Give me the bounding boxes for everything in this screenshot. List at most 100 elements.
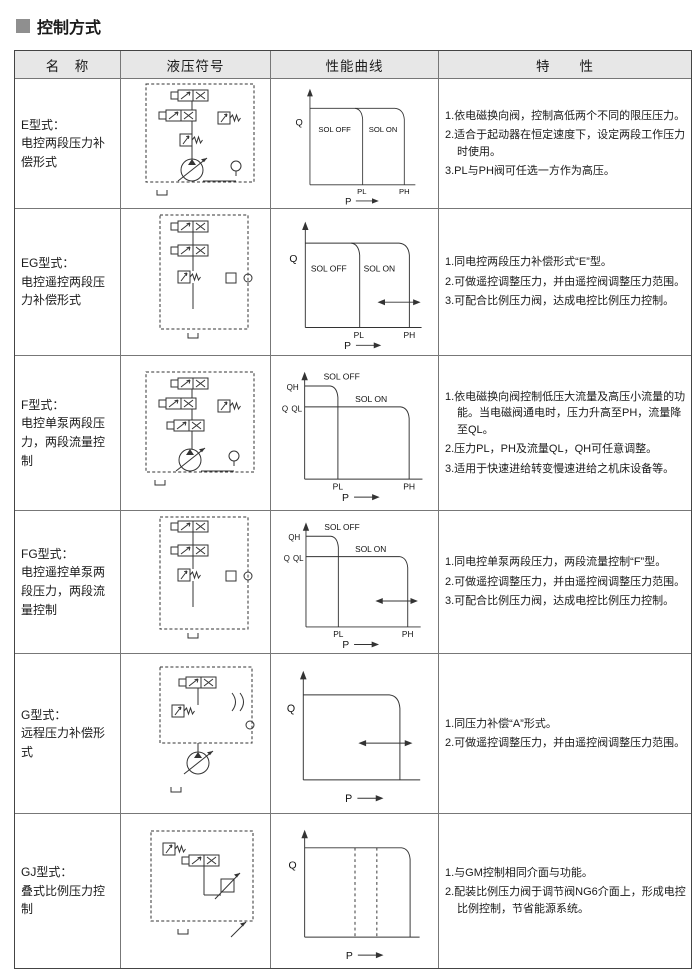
col-header-traits: 特 性 [439,51,691,79]
page-title: 控制方式 [16,14,692,38]
ql-label: QL [293,554,304,563]
row-g-traits-cell: 1.同压力补偿“A”形式。 2.可做遥控调整压力，并由遥控阀调整压力范围。 [439,654,691,814]
row-gj-name-cell: GJ型式： 叠式比例压力控制 [15,814,121,968]
hydraulic-schematic-svg [159,666,254,793]
trait-item: 1.依电磁换向阀控制低压大流量及高压小流量的功能。当电磁阀通电时，压力升高至PH… [445,390,686,436]
trait-item: 3.PL与PH阀可任选一方作为高压。 [445,165,615,177]
model-desc: 远程压力补偿形式 [21,726,106,759]
model-name: GJ型式： [21,865,73,880]
ph-label: PH [403,481,415,491]
row-g-name-cell: G型式： 远程压力补偿形式 [15,654,121,814]
p-axis-label: P [345,196,351,206]
sol-on-label: SOL ON [355,543,386,553]
row-g-curve-cell: Q P [271,654,439,814]
row-g-symbol-cell [121,654,271,814]
sol-on-label: SOL ON [363,263,395,273]
p-axis-label: P [345,950,352,961]
trait-item: 2.可做遥控调整压力，并由遥控阀调整压力范围。 [445,737,686,749]
hydraulic-schematic-svg [145,83,254,196]
hydraulic-symbol-gj [133,825,259,958]
row-fg-name-cell: FG型式： 电控遥控单泵两段压力，两段流量控制 [15,511,121,654]
sol-off-label: SOL OFF [323,371,359,381]
trait-item: 3.适用于快速进给转变慢速进给之机床设备等。 [445,462,675,475]
p-axis-label: P [342,640,349,651]
hydraulic-schematic-svg [145,371,254,485]
hydraulic-symbol-g [134,663,258,804]
row-eg-traits-cell: 1.同电控两段压力补偿形式“E”型。 2.可做遥控调整压力，并由遥控阀调整压力范… [439,209,691,356]
hydraulic-symbol-eg [136,213,256,352]
ql-label: QL [291,404,302,413]
model-desc: 电控遥控两段压力补偿形式 [21,274,106,308]
q-axis-label: Q [281,404,287,413]
row-eg-curve-cell: Q SOL OFF SOL ON PL PH P [271,209,439,356]
p-axis-label: P [342,492,349,503]
qh-label: QH [286,382,298,391]
trait-item: 1.与GM控制相同介面与功能。 [445,866,593,879]
model-name: EG型式： [21,256,75,271]
q-axis-label: Q [287,703,295,715]
performance-curve-fg: QH Q QL SOL OFF SOL ON PL PH P [283,521,421,651]
hydraulic-schematic-svg [159,214,252,338]
performance-curve-gj: Q P [288,829,420,961]
row-gj-curve-cell: Q P [271,814,439,968]
row-e-name-cell: E型式： 电控两段压力补偿形式 [15,79,121,209]
trait-item: 2.适合于起动器在恒定速度下，设定两段工作压力时使用。 [445,129,686,158]
row-eg-symbol-cell [121,209,271,356]
model-name: FG型式： [21,546,74,561]
row-fg-symbol-cell [121,511,271,654]
sol-on-label: SOL ON [368,125,397,134]
q-axis-label: Q [289,253,297,264]
hydraulic-schematic-svg [159,516,252,638]
row-e-symbol-cell [121,79,271,209]
trait-item: 1.依电磁换向阀，控制高低两个不同的限压压力。 [445,109,686,122]
q-axis-label: Q [283,554,289,563]
row-gj-traits-cell: 1.与GM控制相同介面与功能。 2.配装比例压力阀于调节阀NG6介面上，形成电控… [439,814,691,968]
row-f-curve-cell: QH Q QL SOL OFF SOL ON PL PH P [271,356,439,511]
trait-item: 1.同电控单泵两段压力，两段流量控制“F”型。 [445,556,667,569]
pl-label: PL [353,329,364,339]
hydraulic-symbol-e [132,82,260,205]
row-fg-curve-cell: QH Q QL SOL OFF SOL ON PL PH P [271,511,439,654]
trait-item: 2.可做遥控调整压力，并由遥控阀调整压力范围。 [445,275,686,288]
model-name: G型式： [21,707,67,722]
row-f-name-cell: F型式： 电控单泵两段压力，两段流量控制 [15,356,121,511]
sol-off-label: SOL OFF [324,521,359,531]
title-square-icon [16,19,30,33]
trait-item: 3.可配合比例压力阀，达成电控比例压力控制。 [445,295,675,308]
performance-curve-e: Q SOL OFF SOL ON PL PH P [295,88,415,206]
sol-off-label: SOL OFF [318,125,351,134]
trait-item: 3.可配合比例压力阀，达成电控比例压力控制。 [445,595,675,608]
q-axis-label: Q [288,860,296,871]
q-axis-label: Q [295,117,302,127]
model-desc: 电控两段压力补偿形式 [21,136,106,169]
model-desc: 电控单泵两段压力，两段流量控制 [21,416,106,468]
row-e-curve-cell: Q SOL OFF SOL ON PL PH P [271,79,439,209]
col-header-name: 名 称 [15,51,121,79]
p-axis-label: P [345,793,352,805]
model-desc: 叠式比例压力控制 [21,883,106,917]
model-name: F型式： [21,397,65,412]
row-e-traits-cell: 1.依电磁换向阀，控制高低两个不同的限压压力。 2.适合于起动器在恒定速度下，设… [439,79,691,209]
performance-curve-g: Q P [287,670,421,805]
control-methods-table: 名 称 液压符号 性能曲线 特 性 E型式： 电控两段压力补偿形式 Q SOL … [14,50,692,969]
hydraulic-symbol-f [132,370,260,497]
trait-item: 2.配装比例压力阀于调节阀NG6介面上，形成电控比例控制，节省能源系统。 [445,886,686,915]
trait-item: 2.可做遥控调整压力，并由遥控阀调整压力范围。 [445,575,686,588]
pl-label: PL [357,187,366,196]
sol-on-label: SOL ON [355,394,387,404]
p-axis-label: P [344,341,351,352]
page-title-text: 控制方式 [37,20,102,37]
model-name: E型式： [21,117,66,132]
col-header-curve: 性能曲线 [271,51,439,79]
sol-off-label: SOL OFF [310,263,346,273]
ph-label: PH [398,187,409,196]
trait-item: 1.同电控两段压力补偿形式“E”型。 [445,256,612,269]
row-gj-symbol-cell [121,814,271,968]
pl-label: PL [333,629,344,639]
row-f-traits-cell: 1.依电磁换向阀控制低压大流量及高压小流量的功能。当电磁阀通电时，压力升高至PH… [439,356,691,511]
col-header-symbol: 液压符号 [121,51,271,79]
row-fg-traits-cell: 1.同电控单泵两段压力，两段流量控制“F”型。 2.可做遥控调整压力，并由遥控阀… [439,511,691,654]
row-f-symbol-cell [121,356,271,511]
trait-item: 1.同压力补偿“A”形式。 [445,717,557,730]
